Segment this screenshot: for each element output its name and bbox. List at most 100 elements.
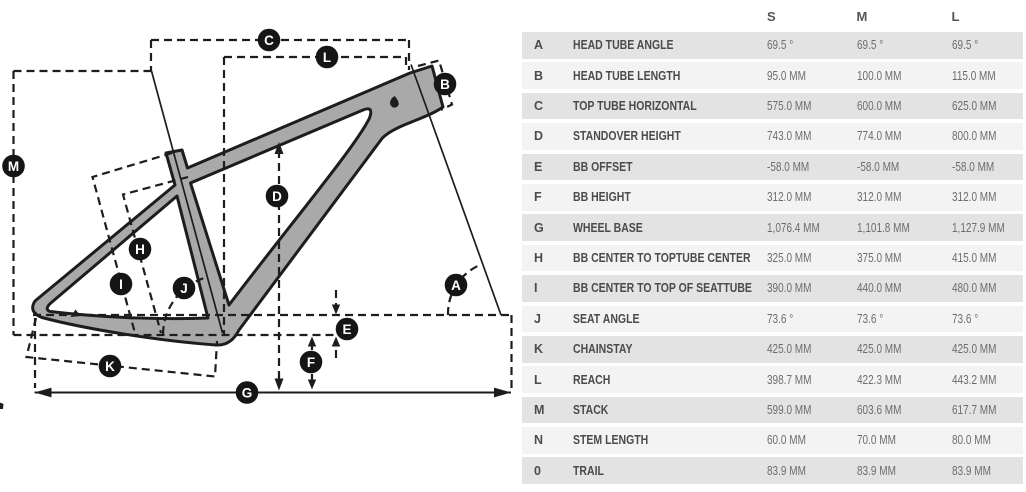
row-key: J xyxy=(534,311,541,326)
row-value-m: 100.0 MM xyxy=(856,68,901,83)
badge-letter: C xyxy=(264,33,274,48)
measurement-badge: B xyxy=(433,72,457,96)
row-value-m: -58.0 MM xyxy=(856,159,899,174)
bb-height-up-arrowhead xyxy=(307,336,317,347)
row-value-m: 603.6 MM xyxy=(856,402,901,417)
row-value-l: 480.0 MM xyxy=(951,281,996,296)
badge-circle xyxy=(172,276,196,300)
dimension-arrowheads xyxy=(274,142,341,391)
row-key: C xyxy=(534,99,544,114)
badge-circle xyxy=(265,184,289,208)
table-row: I BB CENTER TO TOP OF SEATTUBE 390.0 MM 440… xyxy=(522,275,1023,302)
header-size-m: M xyxy=(856,8,868,24)
badge-letter: J xyxy=(180,281,188,296)
bb-offset-up-arrowhead xyxy=(331,336,341,347)
badge-circle xyxy=(128,237,152,261)
badge-circle xyxy=(299,350,323,374)
cable-port xyxy=(390,96,399,108)
bb-height-down-arrowhead xyxy=(307,379,317,390)
row-key: E xyxy=(534,159,543,174)
header-size-s: S xyxy=(767,8,776,24)
row-value-l: 312.0 MM xyxy=(951,190,996,205)
row-value-l: 73.6 ° xyxy=(951,311,978,326)
row-value-s: 425.0 MM xyxy=(767,342,812,357)
row-value-s: 1,076.4 MM xyxy=(767,220,820,235)
row-key: D xyxy=(534,129,544,144)
seat-tube-axis-line xyxy=(150,70,224,334)
badge-letter: F xyxy=(307,355,315,370)
row-key: A xyxy=(534,38,544,53)
axis-lines xyxy=(150,64,502,334)
badge-letter: M xyxy=(8,159,19,174)
row-key: 0 xyxy=(534,463,541,478)
row-value-s: -58.0 MM xyxy=(767,159,810,174)
table-row: G WHEEL BASE 1,076.4 MM 1,101.8 MM 1,127.9 M… xyxy=(522,214,1023,241)
row-value-s: 390.0 MM xyxy=(767,281,812,296)
row-label: BB CENTER TO TOPTUBE CENTER xyxy=(573,251,751,266)
header-size-l: L xyxy=(951,8,960,24)
row-value-m: 422.3 MM xyxy=(856,372,901,387)
row-value-l: 625.0 MM xyxy=(951,99,996,114)
row-value-l: 1,127.9 MM xyxy=(951,220,1005,235)
toptube-center-lines-h xyxy=(121,175,189,334)
row-key: I xyxy=(534,281,538,296)
measurement-badge: I xyxy=(109,272,133,296)
row-value-s: 575.0 MM xyxy=(767,99,812,114)
row-key: G xyxy=(534,220,544,235)
standover-up-arrowhead xyxy=(274,142,284,154)
measurement-badge: F xyxy=(299,350,323,374)
row-value-l: 83.9 MM xyxy=(951,463,991,478)
row-value-m: 425.0 MM xyxy=(856,342,901,357)
badge-circle xyxy=(335,317,359,341)
row-value-l: 800.0 MM xyxy=(951,129,996,144)
badge-circle xyxy=(109,272,133,296)
row-label: TRAIL xyxy=(573,463,604,478)
frame-silhouette xyxy=(31,64,445,347)
measurement-badge: J xyxy=(172,276,196,300)
row-label: BB OFFSET xyxy=(573,159,633,174)
geometry-table-header: S M L xyxy=(522,0,1023,32)
row-label: CHAINSTAY xyxy=(573,342,633,357)
edge-crop-mark xyxy=(0,402,4,409)
row-value-l: -58.0 MM xyxy=(951,159,994,174)
row-value-l: 617.7 MM xyxy=(951,402,996,417)
row-key: H xyxy=(534,251,544,266)
badge-circle xyxy=(257,28,281,52)
row-value-s: 398.7 MM xyxy=(767,372,812,387)
row-value-s: 60.0 MM xyxy=(767,433,806,448)
row-value-m: 440.0 MM xyxy=(856,281,901,296)
row-value-m: 70.0 MM xyxy=(856,433,896,448)
measurement-badge: H xyxy=(128,237,152,261)
row-value-l: 443.2 MM xyxy=(951,372,996,387)
measurement-badge: A xyxy=(444,273,468,297)
row-label: BB CENTER TO TOP OF SEATTUBE xyxy=(573,281,752,296)
badge-letter: L xyxy=(323,50,331,65)
row-key: K xyxy=(534,342,544,357)
row-label: WHEEL BASE xyxy=(573,220,643,235)
row-value-l: 425.0 MM xyxy=(951,342,996,357)
measurement-badge: E xyxy=(335,317,359,341)
row-key: L xyxy=(534,372,542,387)
badge-circle xyxy=(98,354,122,378)
badge-letter: E xyxy=(342,322,351,337)
row-label: STANDOVER HEIGHT xyxy=(573,129,681,144)
row-value-m: 69.5 ° xyxy=(856,38,883,53)
row-value-l: 69.5 ° xyxy=(951,38,978,53)
row-value-m: 1,101.8 MM xyxy=(856,220,910,235)
row-value-s: 69.5 ° xyxy=(767,38,794,53)
bb-offset-down-arrowhead xyxy=(331,304,341,315)
measurement-badge: G xyxy=(235,381,259,404)
wheelbase-right-arrowhead xyxy=(494,387,511,398)
badge-circle xyxy=(444,273,468,297)
seattube-top-lines-i xyxy=(91,151,173,336)
